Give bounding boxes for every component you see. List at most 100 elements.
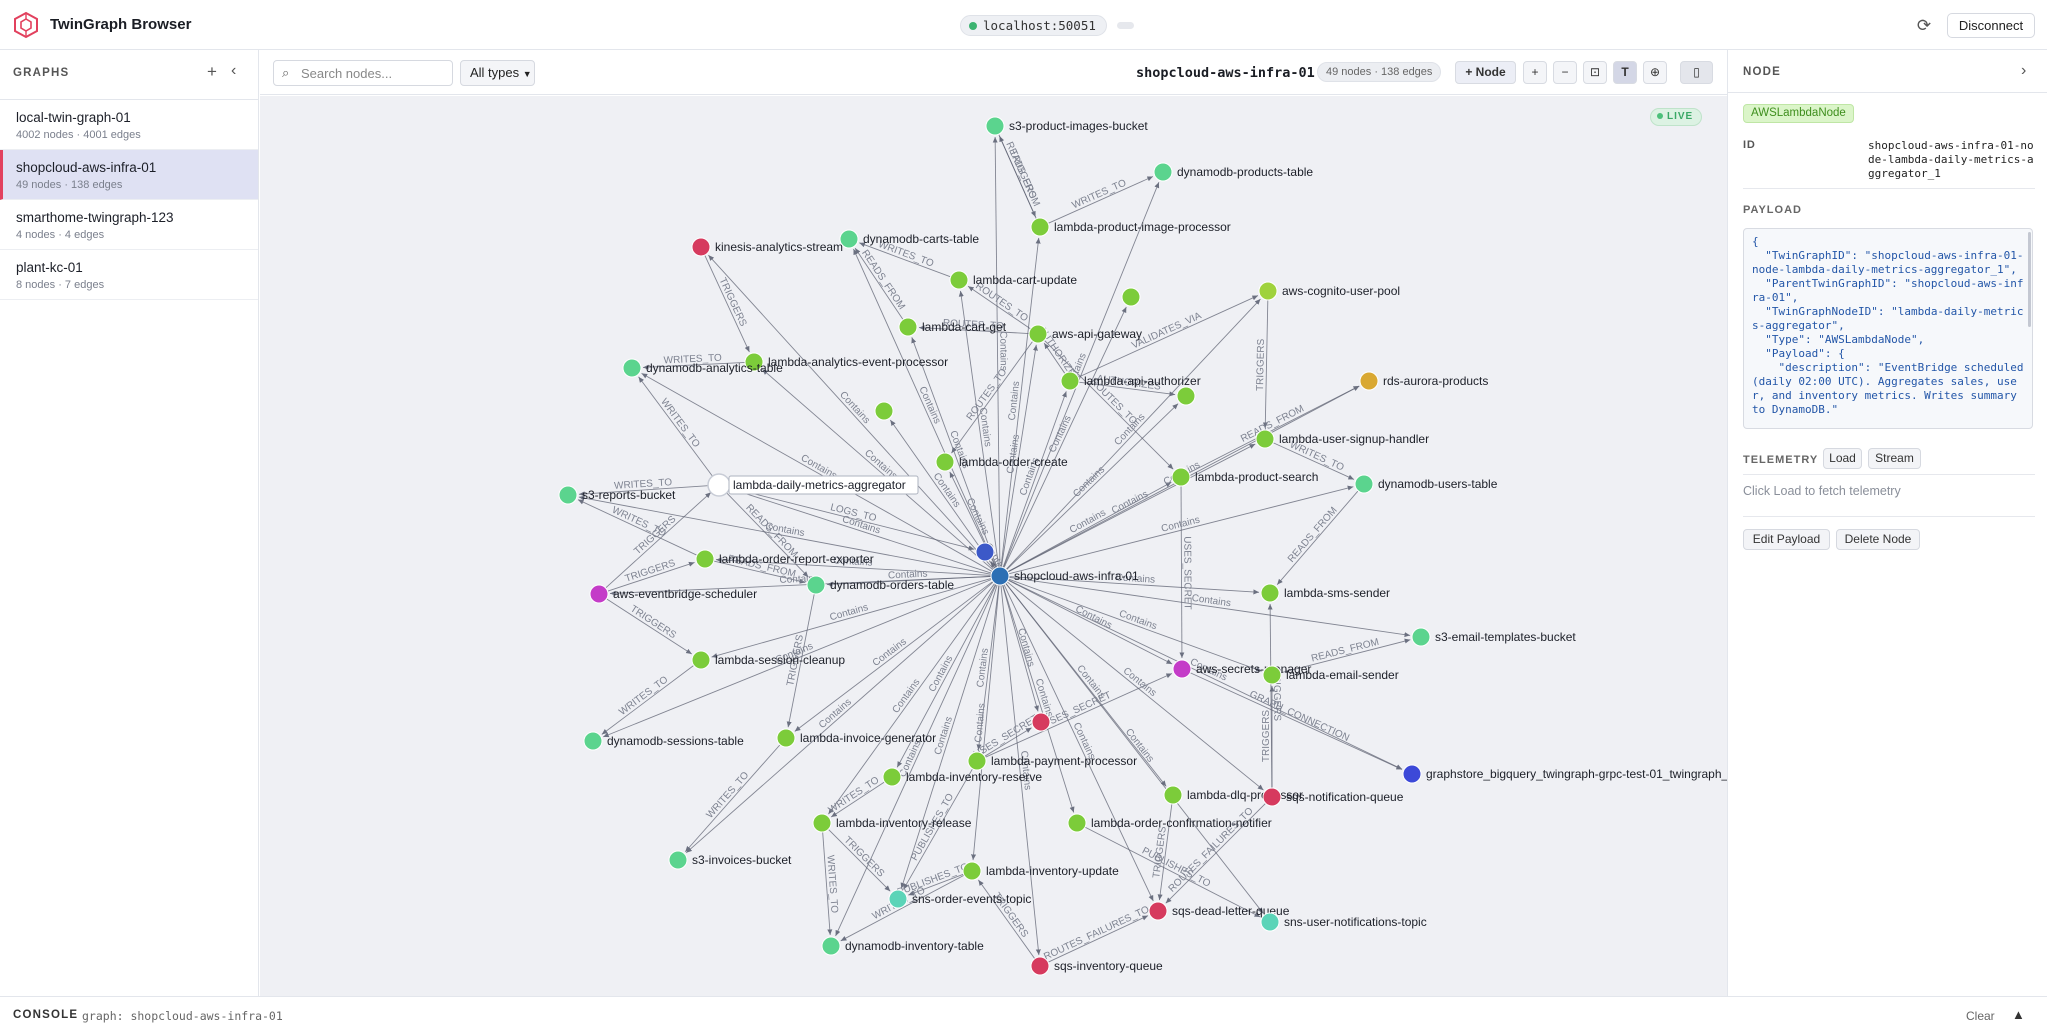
node-circle[interactable]: [839, 229, 859, 249]
graph-node-root[interactable]: shopcloud-aws-infra-01: [990, 566, 1139, 586]
contains-edge[interactable]: [603, 578, 992, 738]
contains-edge[interactable]: [708, 254, 995, 570]
node-circle[interactable]: [821, 936, 841, 956]
delete-node-button[interactable]: Delete Node: [1836, 529, 1920, 550]
relationship-edge[interactable]: [684, 744, 781, 853]
relationship-edge[interactable]: [577, 499, 698, 556]
contains-edge[interactable]: [1008, 578, 1262, 672]
relationship-edge[interactable]: [1048, 176, 1154, 224]
relationship-edge[interactable]: [606, 598, 693, 655]
graph-node-les[interactable]: lambda-email-sender: [1262, 665, 1399, 685]
node-circle[interactable]: [1163, 785, 1183, 805]
contains-edge[interactable]: [1008, 576, 1411, 638]
node-circle[interactable]: [707, 473, 731, 497]
graph-node-lirel[interactable]: lambda-inventory-release: [812, 813, 972, 833]
node-circle[interactable]: [695, 549, 715, 569]
graph-node-s3pi[interactable]: s3-product-images-bucket: [985, 116, 1148, 136]
node-circle[interactable]: [558, 485, 578, 505]
node-circle[interactable]: [1030, 217, 1050, 237]
node-circle[interactable]: [888, 889, 908, 909]
relationship-edge[interactable]: [984, 727, 1032, 757]
graph-node-un3[interactable]: [874, 401, 894, 421]
relationship-edge[interactable]: [978, 879, 1036, 959]
contains-edge[interactable]: [641, 373, 993, 572]
graph-node-sqsiq[interactable]: sqs-inventory-queue: [1030, 956, 1163, 976]
graph-item-smarthome-twingraph-123[interactable]: smarthome-twingraph-123 4 nodes · 4 edge…: [0, 200, 258, 250]
graph-svg[interactable]: ContainsContainsContainsContainsContains…: [260, 96, 1727, 996]
graph-node-un4[interactable]: [1031, 712, 1051, 732]
graph-node-sqsdlq[interactable]: sqs-dead-letter-queue: [1148, 901, 1290, 921]
node-circle[interactable]: [1354, 474, 1374, 494]
toggle-labels-button[interactable]: T: [1613, 61, 1637, 84]
graph-node-ldlq[interactable]: lambda-dlq-processor: [1163, 785, 1303, 805]
contains-edge[interactable]: [1003, 306, 1127, 569]
relationship-edge[interactable]: [713, 560, 806, 584]
contains-edge[interactable]: [762, 368, 994, 571]
relationship-edge[interactable]: [1190, 672, 1403, 770]
relationship-edge[interactable]: [1044, 340, 1174, 470]
graph-node-lsms[interactable]: lambda-sms-sender: [1260, 583, 1390, 603]
node-circle[interactable]: [935, 452, 955, 472]
contains-edge[interactable]: [853, 248, 997, 568]
relationship-edge[interactable]: [903, 768, 973, 890]
graph-node-s3et[interactable]: s3-email-templates-bucket: [1411, 627, 1576, 647]
relationship-edge[interactable]: [1047, 915, 1149, 963]
relationship-edge[interactable]: [724, 491, 809, 578]
relationship-edge[interactable]: [704, 254, 750, 353]
payload-scrollbar[interactable]: [2028, 232, 2031, 327]
contains-edge[interactable]: [1008, 576, 1260, 595]
relationship-edge[interactable]: [840, 874, 965, 942]
relationship-edge[interactable]: [578, 485, 711, 497]
node-circle[interactable]: [967, 751, 987, 771]
node-circle[interactable]: [882, 767, 902, 787]
type-filter-select[interactable]: All types ▼: [460, 60, 535, 86]
contains-edge[interactable]: [835, 583, 997, 937]
node-circle[interactable]: [1030, 956, 1050, 976]
graph-node-lir[interactable]: lambda-inventory-reserve: [882, 767, 1042, 787]
node-circle[interactable]: [1171, 467, 1191, 487]
contains-edge[interactable]: [900, 584, 998, 889]
contains-edge[interactable]: [1002, 584, 1075, 813]
relationship-edge[interactable]: [1276, 490, 1359, 585]
add-graph-icon[interactable]: +: [207, 62, 217, 81]
relationship-edge[interactable]: [642, 361, 746, 370]
graph-node-ddban[interactable]: dynamodb-analytics-table: [622, 358, 783, 378]
contains-edge[interactable]: [1000, 237, 1041, 568]
node-circle[interactable]: [691, 650, 711, 670]
stream-telemetry-button[interactable]: Stream: [1868, 448, 1921, 469]
node-circle[interactable]: [949, 270, 969, 290]
graph-node-laa[interactable]: lambda-api-authorizer: [1060, 371, 1201, 391]
node-circle[interactable]: [1031, 712, 1051, 732]
relationship-edge[interactable]: [822, 831, 833, 936]
zoom-out-button[interactable]: −: [1553, 61, 1577, 84]
node-circle[interactable]: [898, 317, 918, 337]
node-circle[interactable]: [990, 566, 1010, 586]
graph-node-kas[interactable]: kinesis-analytics-stream: [691, 237, 843, 257]
node-circle[interactable]: [1172, 659, 1192, 679]
collapse-sidebar-icon[interactable]: ‹: [231, 62, 237, 79]
node-circle[interactable]: [1255, 429, 1275, 449]
graph-node-cog[interactable]: aws-cognito-user-pool: [1258, 281, 1400, 301]
contains-edge[interactable]: [992, 136, 1001, 568]
graph-node-asm[interactable]: aws-secrets-manager: [1172, 659, 1311, 679]
graph-node-evb[interactable]: aws-eventbridge-scheduler: [589, 584, 757, 604]
relationship-edge[interactable]: [1188, 385, 1360, 474]
graph-node-apigw[interactable]: aws-api-gateway: [1028, 324, 1142, 344]
graph-node-lps[interactable]: lambda-product-search: [1171, 467, 1318, 487]
node-circle[interactable]: [622, 358, 642, 378]
node-circle[interactable]: [1121, 287, 1141, 307]
contains-edge[interactable]: [896, 583, 997, 768]
graph-node-lpip[interactable]: lambda-product-image-processor: [1030, 217, 1231, 237]
contains-edge[interactable]: [609, 575, 992, 596]
graph-node-lore[interactable]: lambda-order-report-exporter: [695, 549, 874, 569]
console-toggle-icon[interactable]: ▲: [2012, 1007, 2025, 1022]
graph-item-local-twin-graph-01[interactable]: local-twin-graph-01 4002 nodes · 4001 ed…: [0, 100, 258, 150]
relationship-edge[interactable]: [1280, 638, 1411, 674]
graph-node-lcu[interactable]: lambda-cart-update: [949, 270, 1077, 290]
node-circle[interactable]: [1260, 912, 1280, 932]
graph-node-ldma[interactable]: lambda-daily-metrics-aggregator: [707, 473, 919, 497]
graph-node-rds[interactable]: rds-aurora-products: [1359, 371, 1488, 391]
graph-node-snsoe[interactable]: sns-order-events-topic: [888, 889, 1031, 909]
node-circle[interactable]: [1402, 764, 1422, 784]
graph-node-ddbusers[interactable]: dynamodb-users-table: [1354, 474, 1498, 494]
